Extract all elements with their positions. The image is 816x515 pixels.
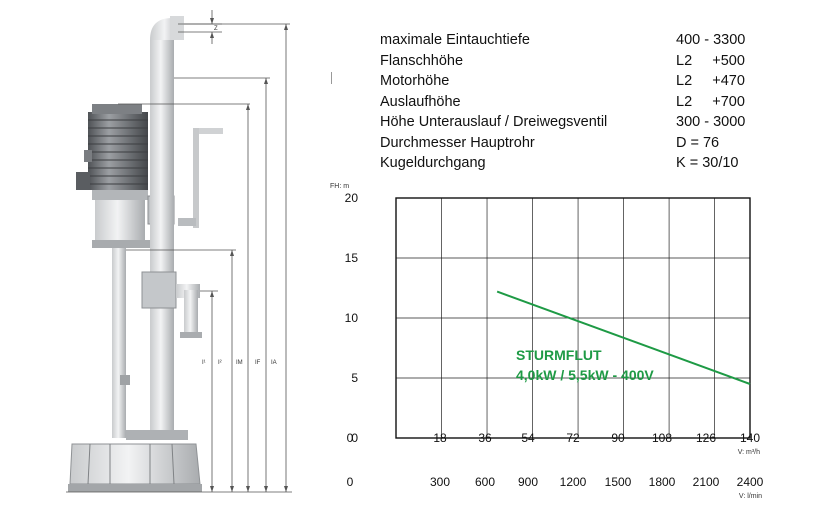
spec-row: Flanschhöhe L2 +500 bbox=[380, 51, 760, 72]
spec-row: Auslaufhöhe L2 +700 bbox=[380, 92, 760, 113]
dim-label-z: Z bbox=[214, 26, 218, 32]
spec-value: L2 +700 bbox=[676, 93, 745, 110]
x2-tick-label: 1800 bbox=[649, 475, 676, 489]
x2-tick-label: 2100 bbox=[693, 475, 720, 489]
spec-row: Durchmesser Hauptrohr D = 76 bbox=[380, 133, 760, 154]
series-subtitle-label: 4,0kW / 5,5kW - 400V bbox=[516, 367, 654, 383]
x-tick-label: 108 bbox=[652, 431, 672, 445]
dim-label-ia: IA bbox=[271, 360, 277, 366]
x-axis-label: V: m³/h bbox=[738, 449, 760, 456]
y-tick-label: 20 bbox=[345, 191, 359, 205]
spec-row: Kugeldurchgang K = 30/10 bbox=[380, 153, 760, 174]
x2-tick-label: 0 bbox=[347, 475, 354, 489]
spec-value: K = 30/10 bbox=[676, 155, 739, 171]
spec-value: D = 76 bbox=[676, 134, 720, 151]
pump-drawing: Z I¹ I² IM IF IA bbox=[66, 10, 292, 493]
dim-label-im: IM bbox=[236, 360, 243, 366]
spec-value: L2 +500 bbox=[676, 52, 745, 69]
pump-housing bbox=[68, 430, 202, 492]
x-tick-label: 140 bbox=[740, 431, 760, 445]
float-pipe bbox=[178, 128, 223, 228]
spec-row: Höhe Unterauslauf / Dreiwegsventil 300 -… bbox=[380, 112, 760, 133]
x2-tick-label: 1200 bbox=[560, 475, 587, 489]
x-tick-label: 126 bbox=[696, 431, 716, 445]
dim-label-if: IF bbox=[255, 360, 261, 366]
y-tick-label: 15 bbox=[345, 251, 359, 265]
x-tick-label: 54 bbox=[521, 431, 535, 445]
x2-tick-label: 300 bbox=[430, 475, 450, 489]
x2-tick-label: 2400 bbox=[737, 475, 764, 489]
x-tick-label: 18 bbox=[433, 431, 447, 445]
x-tick-label: 90 bbox=[611, 431, 625, 445]
y-tick-label: 0 bbox=[351, 431, 358, 445]
spec-row: Motorhöhe L2 +470 bbox=[380, 71, 760, 92]
x-tick-label: 72 bbox=[566, 431, 580, 445]
x2-tick-label: 1500 bbox=[605, 475, 632, 489]
main-pipe bbox=[150, 16, 184, 440]
spec-label: maximale Eintauchtiefe bbox=[380, 32, 530, 48]
spec-label: Höhe Unterauslauf / Dreiwegsventil bbox=[380, 114, 608, 130]
x-tick-label: 36 bbox=[478, 431, 492, 445]
x-tick-label: 0 bbox=[347, 431, 354, 445]
y-axis-label: FH: m bbox=[330, 183, 349, 190]
plot-frame bbox=[395, 197, 751, 439]
spec-value: 400 - 3300 bbox=[676, 32, 746, 48]
spec-label: Kugeldurchgang bbox=[380, 155, 486, 171]
dim-label-i2: I² bbox=[218, 360, 222, 366]
motor bbox=[76, 104, 148, 190]
x2-axis-label: V: l/min bbox=[739, 493, 762, 500]
x2-tick-label: 600 bbox=[475, 475, 495, 489]
y-tick-label: 10 bbox=[345, 311, 359, 325]
spec-label: Durchmesser Hauptrohr bbox=[380, 134, 535, 151]
series-line-sturmflut bbox=[496, 290, 751, 385]
spec-label: Motorhöhe bbox=[380, 73, 450, 89]
spec-table: maximale Eintauchtiefe 400 - 3300 Flansc… bbox=[380, 30, 760, 174]
x2-tick-label: 900 bbox=[518, 475, 538, 489]
three-way-valve bbox=[141, 271, 202, 338]
y-tick-label: 5 bbox=[351, 371, 358, 385]
spec-label: Auslaufhöhe bbox=[380, 93, 461, 110]
spec-value: L2 +470 bbox=[676, 73, 745, 89]
series-name-label: STURMFLUT bbox=[516, 347, 602, 363]
dim-label-i1: I¹ bbox=[202, 360, 206, 366]
edge-tick bbox=[331, 72, 332, 84]
shaft bbox=[112, 248, 126, 438]
dimension-lines bbox=[66, 10, 292, 493]
spec-value: 300 - 3000 bbox=[676, 114, 746, 130]
spec-label: Flanschhöhe bbox=[380, 52, 464, 69]
spec-row: maximale Eintauchtiefe 400 - 3300 bbox=[380, 30, 760, 51]
